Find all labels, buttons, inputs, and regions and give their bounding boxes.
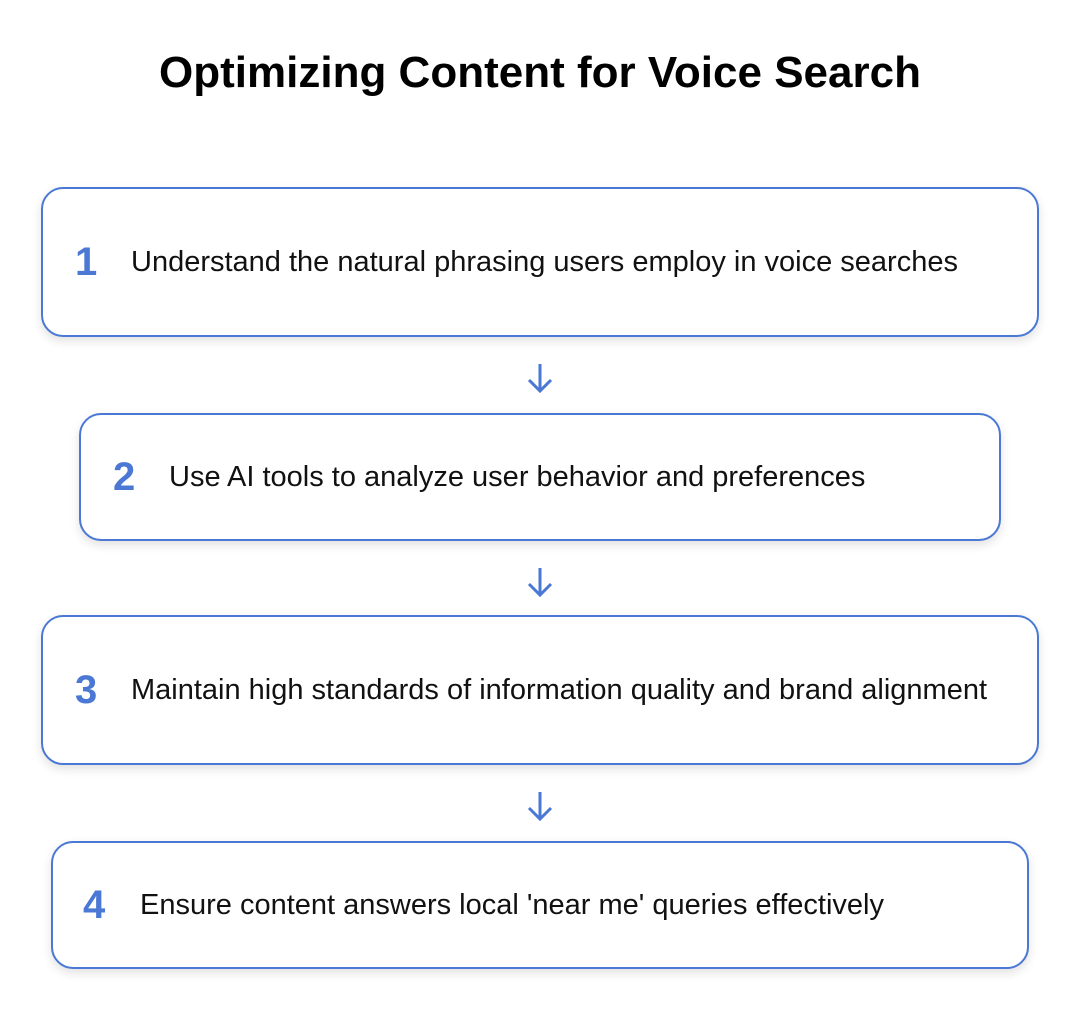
- arrow-down-icon: [527, 568, 553, 598]
- step-number: 1: [75, 239, 98, 284]
- step-text: Use AI tools to analyze user behavior an…: [169, 461, 866, 493]
- step-4-box: 4 Ensure content answers local 'near me'…: [51, 841, 1029, 969]
- step-number: 2: [113, 454, 136, 499]
- step-1-box: 1 Understand the natural phrasing users …: [41, 187, 1039, 337]
- arrow-down-icon: [527, 792, 553, 822]
- step-text: Ensure content answers local 'near me' q…: [140, 889, 884, 921]
- step-2-box: 2 Use AI tools to analyze user behavior …: [79, 413, 1001, 541]
- step-text: Maintain high standards of information q…: [131, 674, 988, 706]
- step-text: Understand the natural phrasing users em…: [131, 246, 958, 278]
- diagram-title: Optimizing Content for Voice Search: [159, 48, 921, 97]
- step-number: 3: [75, 667, 98, 712]
- step-3-box: 3 Maintain high standards of information…: [41, 615, 1039, 765]
- step-number: 4: [83, 882, 106, 927]
- arrow-down-icon: [527, 364, 553, 394]
